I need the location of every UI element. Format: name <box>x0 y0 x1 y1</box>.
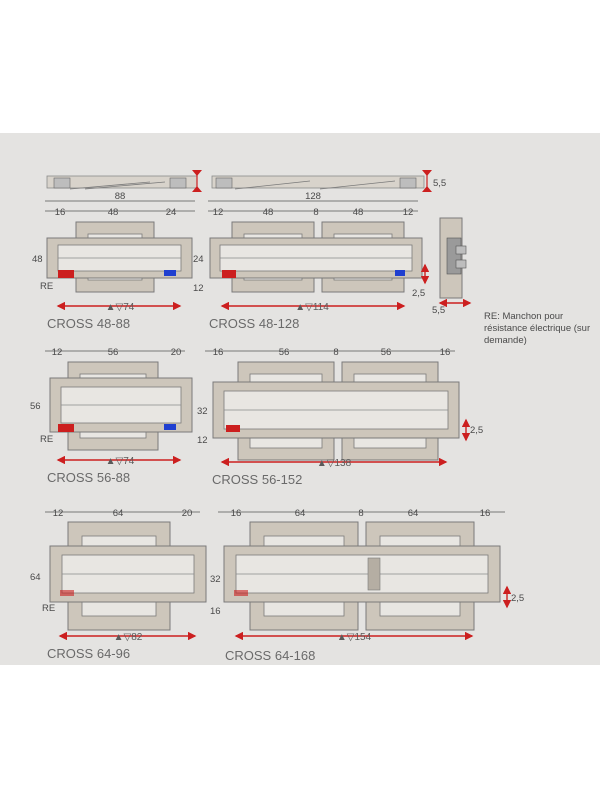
dim-height: 56 <box>30 401 41 412</box>
dim-seg-1: 12 <box>53 508 64 519</box>
dim-span: ▲▽74 <box>106 302 135 313</box>
dim-depth: 5,5 <box>432 305 445 316</box>
model-title: CROSS 48-128 <box>209 316 299 331</box>
dim-span: ▲▽114 <box>295 302 329 313</box>
re-note: RE: Manchon pour résistance électrique (… <box>484 311 591 346</box>
front-view-48-88 <box>46 221 193 293</box>
dim-seg-3: 8 <box>333 347 338 358</box>
side-view-48-88 <box>46 170 202 192</box>
model-title: CROSS 64-168 <box>225 648 315 663</box>
dim-bottom: 16 <box>210 606 221 617</box>
front-view-56-88 <box>49 361 193 451</box>
dim-pipe: 2,5 <box>511 593 524 604</box>
model-title: CROSS 64-96 <box>47 646 130 661</box>
dim-seg-3: 8 <box>358 508 363 519</box>
dim-seg-2: 56 <box>279 347 290 358</box>
dim-seg-5: 16 <box>440 347 451 358</box>
dim-offset: 5,5 <box>433 178 446 189</box>
model-cross-56-88: 12 56 20 56 RE ▲▽74 CROSS 56-88 <box>30 347 193 485</box>
model-cross-56-152: 16 56 8 56 16 32 12 2,5 ▲▽138 CROSS 56-1… <box>197 347 483 487</box>
dim-seg-3: 8 <box>313 207 318 218</box>
front-view-56-152 <box>212 361 460 461</box>
dim-seg-4: 56 <box>381 347 392 358</box>
dim-seg-1: 16 <box>213 347 224 358</box>
model-title: CROSS 48-88 <box>47 316 130 331</box>
model-cross-48-88: 88 16 48 24 48 RE ▲▽74 CROSS 48-88 <box>32 170 202 331</box>
dim-height: 48 <box>32 254 43 265</box>
dim-span: ▲▽82 <box>114 632 143 643</box>
dim-seg-5: 16 <box>480 508 491 519</box>
dim-pipe: 2,5 <box>470 425 483 436</box>
dim-seg-3: 20 <box>171 347 182 358</box>
dim-seg-4: 64 <box>408 508 419 519</box>
dim-span: ▲▽138 <box>317 458 352 469</box>
dim-seg-1: 12 <box>213 207 224 218</box>
dim-seg-2: 56 <box>108 347 119 358</box>
dim-seg-2: 64 <box>295 508 306 519</box>
dim-seg-1: 12 <box>52 347 63 358</box>
side-view-48-128 <box>211 170 432 192</box>
dim-bottom: 12 <box>193 283 204 294</box>
section-view: 5,5 <box>432 217 472 316</box>
dim-seg-1: 16 <box>231 508 242 519</box>
dim-span: ▲▽154 <box>337 632 372 643</box>
dim-total: 88 <box>115 191 126 202</box>
dim-inner: 24 <box>193 254 204 265</box>
dim-seg-2: 48 <box>263 207 274 218</box>
dim-seg-2: 64 <box>113 508 124 519</box>
dim-inner: 32 <box>197 406 208 417</box>
dim-pipe: 2,5 <box>412 288 425 299</box>
dim-bottom: 12 <box>197 435 208 446</box>
front-view-48-128 <box>209 221 423 293</box>
dim-height: 64 <box>30 572 41 583</box>
technical-drawing-sheet: 88 16 48 24 48 RE ▲▽74 CROSS 48-88 <box>0 133 600 665</box>
dim-seg-1: 16 <box>55 207 66 218</box>
front-view-64-96 <box>49 521 207 631</box>
dim-seg-3: 24 <box>166 207 177 218</box>
dim-seg-3: 20 <box>182 508 193 519</box>
label-re: RE <box>40 434 53 445</box>
model-cross-64-96: 12 64 20 64 RE ▲▽82 CROSS 64-96 <box>30 508 207 661</box>
model-title: CROSS 56-152 <box>212 472 302 487</box>
model-cross-64-168: 16 64 8 64 16 32 16 2,5 ▲▽154 CROSS 64-1… <box>210 508 524 663</box>
front-view-64-168 <box>223 521 501 631</box>
dim-seg-4: 48 <box>353 207 364 218</box>
dim-inner: 32 <box>210 574 221 585</box>
model-cross-48-128: 5,5 128 12 48 8 48 12 24 12 2,5 ▲▽114 CR… <box>193 170 472 331</box>
label-re: RE <box>40 281 53 292</box>
dim-span: ▲▽74 <box>106 456 135 467</box>
model-title: CROSS 56-88 <box>47 470 130 485</box>
label-re: RE <box>42 603 55 614</box>
dim-seg-5: 12 <box>403 207 414 218</box>
dim-total: 128 <box>305 191 321 202</box>
drawing-canvas: 88 16 48 24 48 RE ▲▽74 CROSS 48-88 <box>30 170 524 663</box>
dim-seg-2: 48 <box>108 207 119 218</box>
